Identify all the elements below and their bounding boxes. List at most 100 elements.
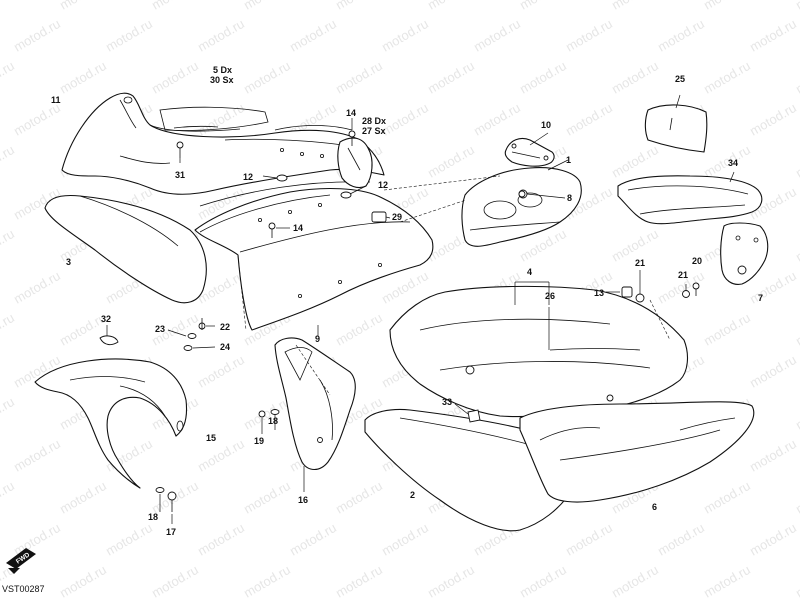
watermark-text: motod.ru — [11, 100, 63, 139]
watermark-text: motod.ru — [517, 58, 569, 97]
watermark-text: motod.ru — [57, 562, 109, 600]
callout-7: 7 — [758, 293, 763, 303]
callout-13: 13 — [594, 288, 604, 298]
watermark-text: motod.ru — [11, 520, 63, 559]
watermark-text: motod.ru — [103, 520, 155, 559]
callout-26: 26 — [545, 291, 555, 301]
watermark-text: motod.ru — [747, 100, 799, 139]
watermark-text: motod.ru — [195, 100, 247, 139]
watermark-text: motod.ru — [701, 58, 753, 97]
callout-15: 15 — [206, 433, 216, 443]
watermark-text: motod.ru — [0, 478, 17, 517]
watermark-text: motod.ru — [793, 58, 800, 97]
watermark-text: motod.ru — [379, 100, 431, 139]
callout-labels: 11 5 Dx 30 Sx 14 28 Dx 27 Sx 31 12 12 14… — [51, 65, 763, 537]
watermark-text: motod.ru — [517, 562, 569, 600]
callout-20: 20 — [692, 256, 702, 266]
callout-19: 19 — [254, 436, 264, 446]
watermark-text: motod.ru — [333, 58, 385, 97]
watermark-text: motod.ru — [609, 0, 661, 13]
watermark-text: motod.ru — [747, 436, 799, 475]
callout-33: 33 — [442, 397, 452, 407]
watermark-text: motod.ru — [0, 58, 17, 97]
callout-4: 4 — [527, 267, 532, 277]
watermark-text: motod.ru — [425, 0, 477, 13]
watermark-text: motod.ru — [195, 520, 247, 559]
drawing-code: VST00287 — [2, 584, 45, 594]
watermark-text: motod.ru — [11, 16, 63, 55]
part-6-lower-panel-right — [519, 401, 755, 503]
watermark-text: motod.ru — [793, 310, 800, 349]
watermark-text: motod.ru — [333, 562, 385, 600]
callout-11: 11 — [51, 95, 61, 105]
callout-12-left: 12 — [243, 172, 253, 182]
part-4-side-fairing — [389, 285, 689, 418]
watermark-text: motod.ru — [241, 562, 293, 600]
part-10-bracket — [504, 137, 555, 167]
part-25-decal — [644, 104, 708, 153]
callout-21-left: 21 — [635, 258, 645, 268]
callout-5: 5 Dx — [213, 65, 232, 75]
watermark-text: motod.ru — [747, 352, 799, 391]
callout-18-right: 18 — [268, 416, 278, 426]
watermark-text: motod.ru — [0, 0, 17, 13]
watermark-text: motod.ru — [701, 478, 753, 517]
watermark-text: motod.ru — [195, 436, 247, 475]
watermark-text: motod.ru — [793, 0, 800, 13]
callout-3: 3 — [66, 257, 71, 267]
watermark-text: motod.ru — [241, 478, 293, 517]
watermark-text: motod.ru — [701, 310, 753, 349]
callout-24: 24 — [220, 342, 230, 352]
watermark-text: motod.ru — [103, 16, 155, 55]
watermark-text: motod.ru — [195, 16, 247, 55]
callout-9: 9 — [315, 334, 320, 344]
callout-10: 10 — [541, 120, 551, 130]
callout-28: 28 Dx — [362, 116, 386, 126]
callout-23: 23 — [155, 324, 165, 334]
watermark-text: motod.ru — [0, 394, 17, 433]
watermark-text: motod.ru — [425, 562, 477, 600]
watermark-text: motod.ru — [333, 0, 385, 13]
callout-12-right: 12 — [378, 180, 388, 190]
part-7-plate — [720, 222, 769, 285]
watermark-text: motod.ru — [241, 0, 293, 13]
watermark-text: motod.ru — [609, 562, 661, 600]
watermark-text: motod.ru — [793, 562, 800, 600]
watermark-text: motod.ru — [379, 520, 431, 559]
watermark-text: motod.ru — [701, 142, 753, 181]
watermark-text: motod.ru — [425, 58, 477, 97]
watermark-text: motod.ru — [0, 142, 17, 181]
watermark-text: motod.ru — [655, 16, 707, 55]
watermark-text: motod.ru — [287, 520, 339, 559]
watermark-text: motod.ru — [379, 16, 431, 55]
callout-8: 8 — [567, 193, 572, 203]
callout-2: 2 — [410, 490, 415, 500]
watermark-text: motod.ru — [241, 394, 293, 433]
watermark-text: motod.ru — [793, 226, 800, 265]
watermark-text: motod.ru — [0, 226, 17, 265]
watermark-text: motod.ru — [655, 520, 707, 559]
callout-32: 32 — [101, 314, 111, 324]
leader-lines — [106, 94, 735, 524]
watermark-text: motod.ru — [793, 478, 800, 517]
watermark-text: motod.ru — [11, 268, 63, 307]
watermark-text: motod.ru — [563, 100, 615, 139]
watermark-text: motod.ru — [149, 58, 201, 97]
part-15-front-mudguard — [34, 358, 188, 489]
callout-16: 16 — [298, 495, 308, 505]
callout-34: 34 — [728, 158, 738, 168]
part-1-side-panel — [461, 167, 582, 247]
watermark-text: motod.ru — [57, 478, 109, 517]
part-34-air-duct — [617, 175, 763, 225]
callout-30: 30 Sx — [210, 75, 234, 85]
callout-29: 29 — [392, 212, 402, 222]
callout-14-upper: 14 — [346, 108, 356, 118]
watermark-text: motod.ru — [609, 58, 661, 97]
watermark-text: motod.ru — [609, 142, 661, 181]
watermark-text: motod.ru — [333, 478, 385, 517]
watermark-text: motod.ru — [333, 310, 385, 349]
watermark-text: motod.ru — [195, 352, 247, 391]
callout-14-lower: 14 — [293, 223, 303, 233]
callout-22: 22 — [220, 322, 230, 332]
watermark-text: motod.ru — [747, 16, 799, 55]
